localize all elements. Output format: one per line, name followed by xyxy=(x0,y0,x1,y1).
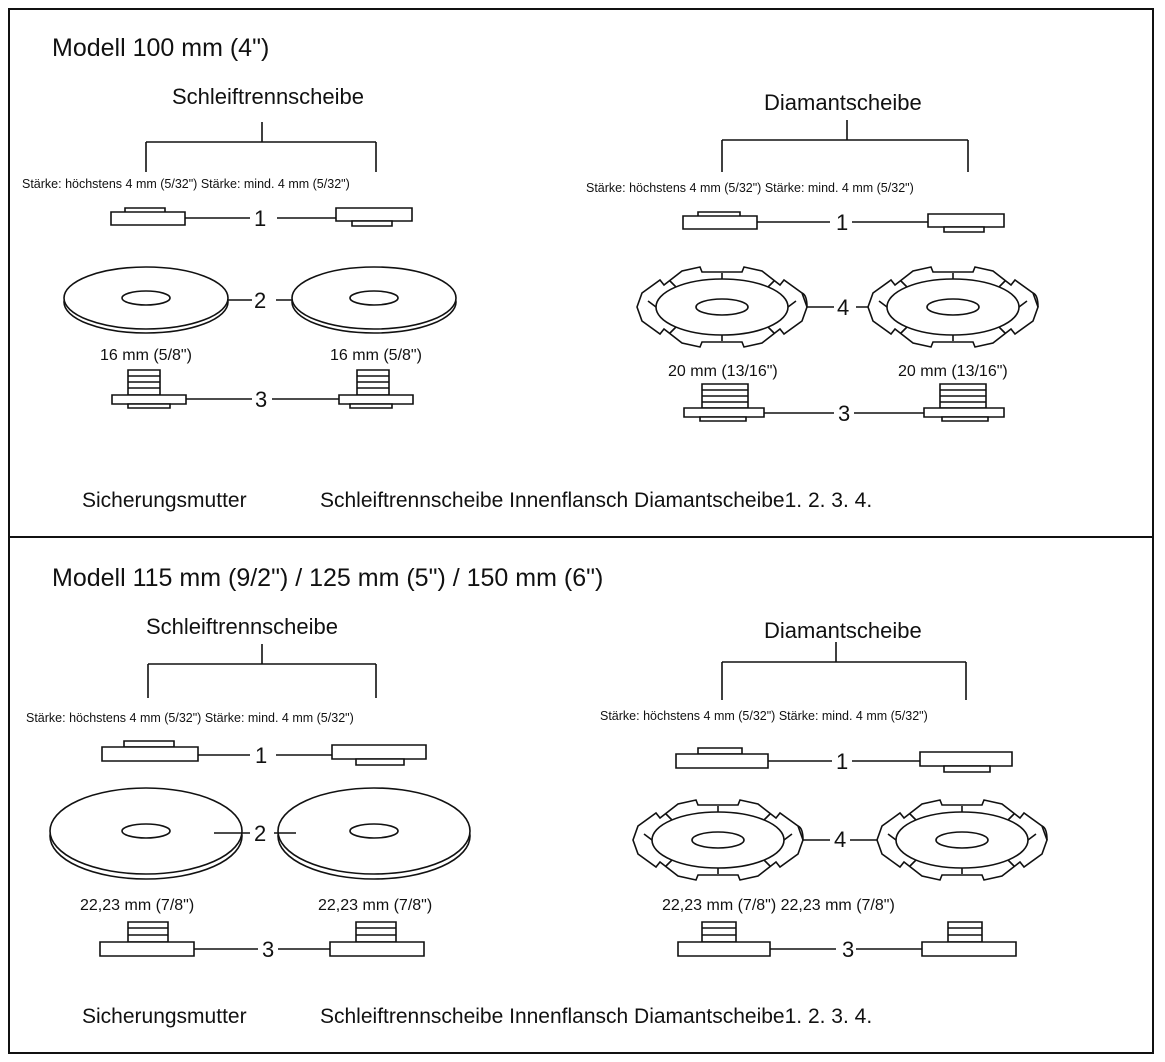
s2-right-dim: 22,23 mm (7/8") 22,23 mm (7/8") xyxy=(662,897,895,914)
s2-left-dim-right: 22,23 mm (7/8") xyxy=(318,897,433,914)
s1-num-3-left: 3 xyxy=(255,387,268,412)
s2-footer-left: Sicherungsmutter xyxy=(82,1005,247,1028)
s2-right-thickness: Stärke: höchstens 4 mm (5/32") Stärke: m… xyxy=(600,709,928,723)
s2-right-bracket xyxy=(722,642,966,700)
s1-left-label: Schleiftrennscheibe xyxy=(172,84,365,109)
s2-right-nut-row xyxy=(676,748,1012,772)
s1-left-dim-left: 16 mm (5/8") xyxy=(100,347,192,364)
s1-right-blades xyxy=(636,266,1039,348)
s1-right-dim-right: 20 mm (13/16") xyxy=(898,363,1008,380)
s2-num-4: 4 xyxy=(834,827,847,852)
s2-num-1-left: 1 xyxy=(255,743,268,768)
s2-right-blades xyxy=(632,799,1048,881)
s1-num-1-right: 1 xyxy=(836,210,849,235)
s1-left-nut-row xyxy=(111,208,412,226)
s1-footer-right: Schleiftrennscheibe Innenflansch Diamant… xyxy=(320,489,873,512)
s1-num-4: 4 xyxy=(837,295,850,320)
s2-left-bracket xyxy=(148,644,376,698)
s1-right-dim-left: 20 mm (13/16") xyxy=(668,363,778,380)
s2-left-discs xyxy=(50,788,470,879)
s1-left-discs xyxy=(64,267,456,333)
s2-num-3-left: 3 xyxy=(262,937,275,962)
s1-right-label: Diamantscheibe xyxy=(764,90,922,115)
s2-left-nut-row xyxy=(102,741,426,765)
s2-num-3-right: 3 xyxy=(842,937,855,962)
s1-title: Modell 100 mm (4") xyxy=(52,34,270,62)
s1-left-dim-right: 16 mm (5/8") xyxy=(330,347,422,364)
s1-left-thickness: Stärke: höchstens 4 mm (5/32") Stärke: m… xyxy=(22,177,350,191)
s2-left-label: Schleiftrennscheibe xyxy=(146,614,339,639)
s2-num-2: 2 xyxy=(254,821,267,846)
s1-num-1-left: 1 xyxy=(254,206,267,231)
s1-right-bracket xyxy=(722,120,968,172)
s1-left-flange-row xyxy=(112,370,413,408)
s2-right-label: Diamantscheibe xyxy=(764,618,922,643)
s2-left-dim-left: 22,23 mm (7/8") xyxy=(80,897,195,914)
s1-right-nut-row xyxy=(683,212,1004,232)
s2-footer-right: Schleiftrennscheibe Innenflansch Diamant… xyxy=(320,1005,873,1028)
s2-left-thickness: Stärke: höchstens 4 mm (5/32") Stärke: m… xyxy=(26,711,354,725)
s1-footer-left: Sicherungsmutter xyxy=(82,489,247,512)
s1-right-flange-row xyxy=(684,384,1004,421)
s2-left-flange-row xyxy=(100,922,424,956)
section-divider xyxy=(8,536,1154,538)
s1-num-2: 2 xyxy=(254,288,267,313)
s1-left-bracket xyxy=(146,122,376,172)
s1-right-thickness: Stärke: höchstens 4 mm (5/32") Stärke: m… xyxy=(586,181,914,195)
s2-right-flange-row xyxy=(678,922,1016,956)
s1-num-3-right: 3 xyxy=(838,401,851,426)
s2-title: Modell 115 mm (9/2") / 125 mm (5") / 150… xyxy=(52,564,604,592)
diagram-frame xyxy=(8,8,1154,1054)
s2-num-1-right: 1 xyxy=(836,749,849,774)
